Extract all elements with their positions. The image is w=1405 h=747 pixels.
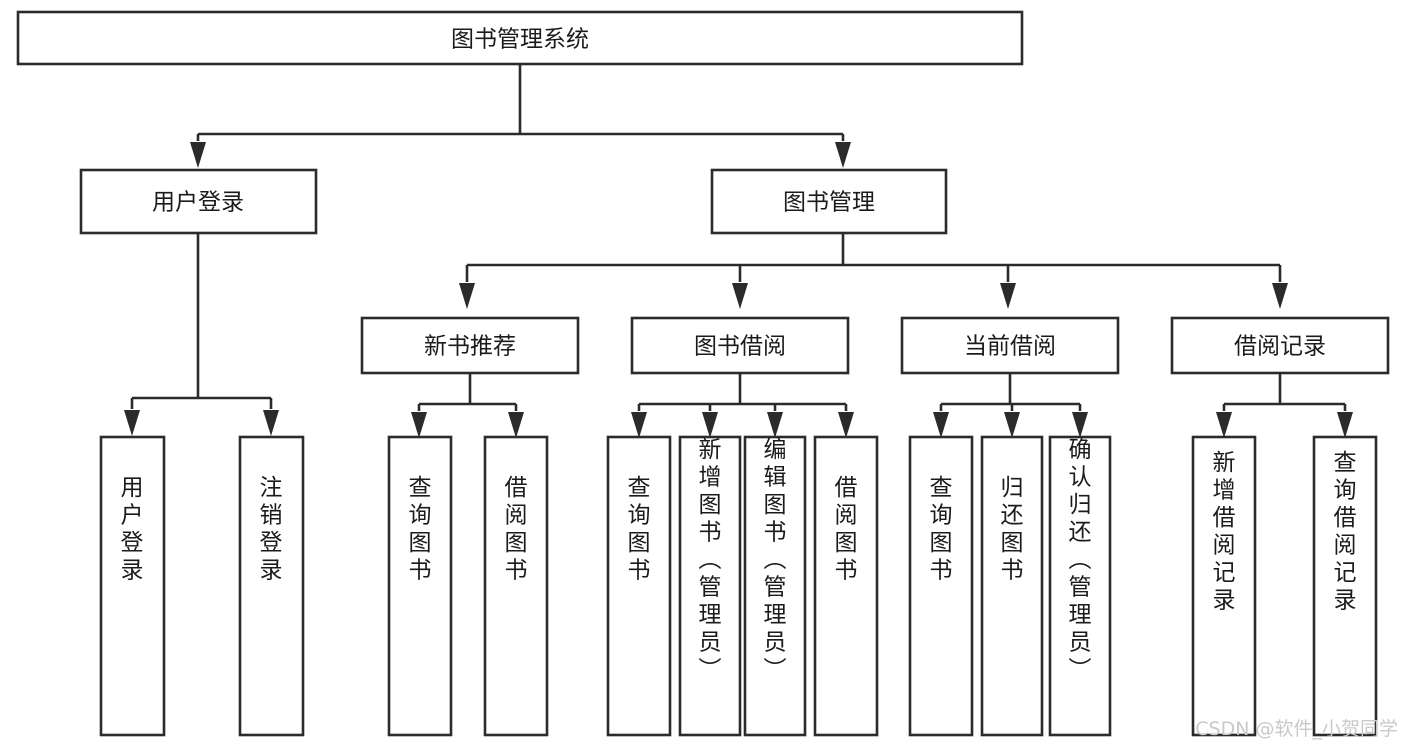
node-leaf-add-record-label: 新增借阅记录 <box>1213 450 1236 614</box>
node-leaf-user-login-box[interactable] <box>99 435 166 737</box>
node-leaf-borrow-book-1[interactable]: 借阅图书 <box>483 435 549 737</box>
node-leaf-query-record-box[interactable] <box>1312 435 1378 737</box>
node-leaf-add-book-label: 新增图书︵管理员︶ <box>699 437 722 683</box>
node-leaf-add-book[interactable]: 新增图书︵管理员︶ <box>678 435 742 737</box>
node-current-borrow-label: 当前借阅 <box>964 334 1056 360</box>
arrow-to-leaf-edit-book <box>767 412 783 438</box>
node-leaf-query-book-1-box[interactable] <box>387 435 453 737</box>
node-new-book-recommend-box[interactable] <box>360 316 580 375</box>
connector-root-to-level2 <box>190 64 851 168</box>
node-new-book-recommend-label: 新书推荐 <box>424 334 516 360</box>
arrow-to-borrow-record <box>1272 283 1288 309</box>
node-book-manage[interactable]: 图书管理 <box>710 168 948 235</box>
node-root-system-label: 图书管理系统 <box>451 27 589 53</box>
node-leaf-logout-login[interactable]: 注销登录 <box>238 435 305 737</box>
node-borrow-record[interactable]: 借阅记录 <box>1170 316 1390 375</box>
node-leaf-user-login[interactable]: 用户登录 <box>99 435 166 737</box>
arrow-to-new-book-recommend <box>459 283 475 309</box>
connector-currentborrow-to-leaves <box>933 373 1088 438</box>
node-leaf-query-book-3[interactable]: 查询图书 <box>908 435 974 737</box>
arrow-to-leaf-borrow-book-2 <box>838 412 854 438</box>
node-leaf-borrow-book-1-box[interactable] <box>483 435 549 737</box>
node-leaf-confirm-return-label: 确认归还︵管理员︶ <box>1069 437 1092 683</box>
arrow-to-user-login <box>190 142 206 168</box>
node-leaf-query-record-label: 查询借阅记录 <box>1334 450 1357 614</box>
node-book-manage-label: 图书管理 <box>783 190 875 216</box>
watermark-label: CSDN @软件_小贺同学 <box>1195 718 1398 740</box>
node-root-system-box[interactable] <box>16 10 1024 66</box>
node-leaf-query-book-3-label: 查询图书 <box>930 475 953 584</box>
connector-bookmanage-to-level3 <box>459 233 1288 309</box>
node-new-book-recommend[interactable]: 新书推荐 <box>360 316 580 375</box>
connector-borrowrecord-to-leaves <box>1216 373 1353 438</box>
node-user-login[interactable]: 用户登录 <box>79 168 318 235</box>
arrow-to-leaf-return-book <box>1004 412 1020 438</box>
node-borrow-record-label: 借阅记录 <box>1234 334 1326 360</box>
node-leaf-return-book-label: 归还图书 <box>1001 475 1024 584</box>
node-leaf-query-book-1[interactable]: 查询图书 <box>387 435 453 737</box>
arrow-to-leaf-query-book-1 <box>411 412 427 438</box>
connector-bookborrow-to-leaves <box>631 373 854 438</box>
node-leaf-edit-book[interactable]: 编辑图书︵管理员︶ <box>743 435 807 737</box>
arrow-to-book-manage <box>835 142 851 168</box>
node-leaf-edit-book-box[interactable] <box>743 435 807 737</box>
node-leaf-return-book[interactable]: 归还图书 <box>980 435 1044 737</box>
arrow-to-leaf-logout-login <box>263 410 279 436</box>
arrow-to-leaf-confirm-return <box>1072 412 1088 438</box>
node-leaf-borrow-book-2-label: 借阅图书 <box>835 475 858 584</box>
arrow-to-leaf-add-book <box>702 412 718 438</box>
node-leaf-query-book-2[interactable]: 查询图书 <box>606 435 672 737</box>
node-book-borrow-box[interactable] <box>630 316 850 375</box>
connector-newbook-to-leaves <box>411 373 524 438</box>
node-leaf-query-record[interactable]: 查询借阅记录 <box>1312 435 1378 737</box>
node-leaf-query-book-1-label: 查询图书 <box>409 475 432 584</box>
node-leaf-confirm-return[interactable]: 确认归还︵管理员︶ <box>1048 435 1112 737</box>
node-leaf-logout-login-box[interactable] <box>238 435 305 737</box>
node-leaf-logout-login-label: 注销登录 <box>260 475 283 584</box>
node-book-borrow[interactable]: 图书借阅 <box>630 316 850 375</box>
node-leaf-add-record-box[interactable] <box>1191 435 1257 737</box>
node-user-login-label: 用户登录 <box>152 190 244 216</box>
arrow-to-leaf-query-book-3 <box>933 412 949 438</box>
node-leaf-edit-book-label: 编辑图书︵管理员︶ <box>764 437 787 683</box>
arrow-to-leaf-query-book-2 <box>631 412 647 438</box>
node-borrow-record-box[interactable] <box>1170 316 1390 375</box>
node-leaf-add-record[interactable]: 新增借阅记录 <box>1191 435 1257 737</box>
node-leaf-borrow-book-2[interactable]: 借阅图书 <box>813 435 879 737</box>
node-leaf-query-book-3-box[interactable] <box>908 435 974 737</box>
node-book-borrow-label: 图书借阅 <box>694 334 786 360</box>
arrow-to-leaf-user-login <box>124 410 140 436</box>
node-leaf-confirm-return-box[interactable] <box>1048 435 1112 737</box>
node-book-manage-box[interactable] <box>710 168 948 235</box>
node-leaf-query-book-2-box[interactable] <box>606 435 672 737</box>
node-user-login-box[interactable] <box>79 168 318 235</box>
node-leaf-query-book-2-label: 查询图书 <box>628 475 651 584</box>
arrow-to-book-borrow <box>732 283 748 309</box>
node-leaf-add-book-box[interactable] <box>678 435 742 737</box>
node-root-system[interactable]: 图书管理系统 <box>16 10 1024 66</box>
node-current-borrow[interactable]: 当前借阅 <box>900 316 1120 375</box>
node-leaf-user-login-label: 用户登录 <box>121 475 144 584</box>
arrow-to-leaf-add-record <box>1216 412 1232 438</box>
connector-userlogin-to-leaves <box>124 233 279 436</box>
arrow-to-leaf-query-record <box>1337 412 1353 438</box>
node-leaf-return-book-box[interactable] <box>980 435 1044 737</box>
node-leaf-borrow-book-1-label: 借阅图书 <box>505 475 528 584</box>
node-current-borrow-box[interactable] <box>900 316 1120 375</box>
arrow-to-leaf-borrow-book-1 <box>508 412 524 438</box>
node-leaf-borrow-book-2-box[interactable] <box>813 435 879 737</box>
arrow-to-current-borrow <box>1000 283 1016 309</box>
